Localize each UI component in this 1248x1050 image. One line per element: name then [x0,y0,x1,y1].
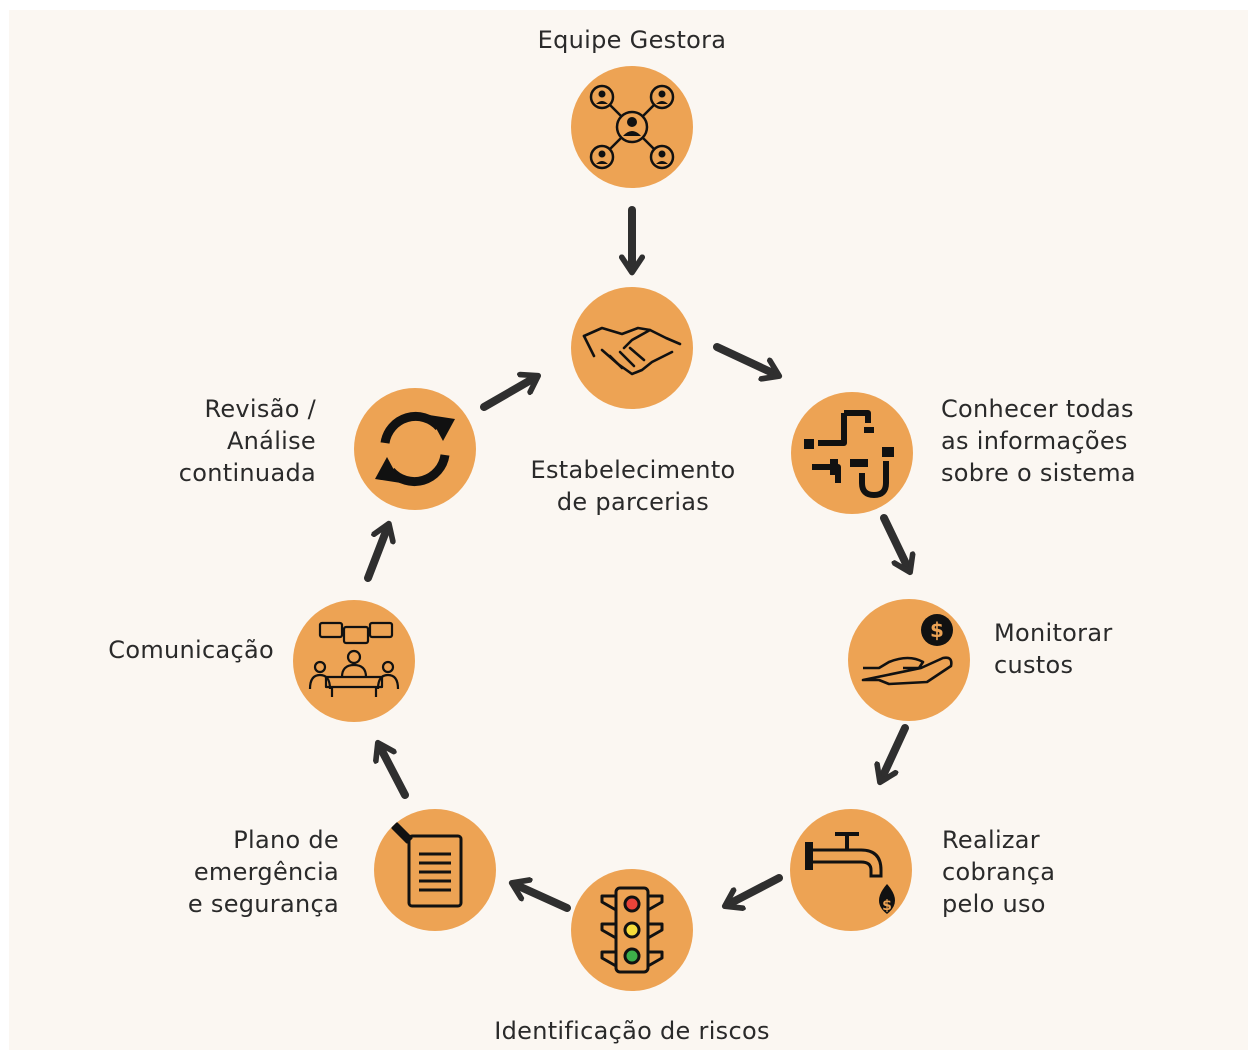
arrow-cobranca-to-riscos [727,874,783,905]
node-parcerias [571,287,693,409]
arrow-revisao-to-parcerias [480,377,536,411]
label-comunicacao: Comunicação [108,636,274,664]
label-revisao: Revisão / Análise continuada [178,395,316,487]
cycle-diagram: $ $ [293,66,970,991]
node-revisao [354,388,476,510]
label-custos: Monitorar custos [994,619,1113,679]
arrow-comunicacao-to-revisao [364,526,388,582]
label-parcerias: Estabelecimento de parcerias [530,456,736,516]
svg-text:$: $ [882,898,892,914]
node-custos: $ [848,599,970,721]
network-people-icon [589,84,675,170]
hand-coin-icon: $ [861,614,953,686]
node-comunicacao [293,600,415,722]
node-emergencia [374,809,496,931]
node-equipe-gestora [571,66,693,188]
arrow-emergencia-to-comunicacao [379,745,409,799]
arrow-riscos-to-emergencia [514,884,571,912]
handshake-icon [582,326,682,376]
label-emergencia: Plano de emergência e segurança [187,826,339,918]
arrow-custos-to-cobranca [881,724,909,780]
arrow-conhecer-to-custos [880,514,909,570]
svg-text:$: $ [930,618,944,642]
faucet-money-drop-icon: $ [805,832,895,914]
arrow-parcerias-to-conhecer [713,343,777,375]
node-cobranca: $ [790,809,912,931]
document-pencil-icon [391,822,463,908]
node-riscos [571,869,693,991]
refresh-cycle-icon [380,411,450,487]
traffic-light-icon [600,886,664,974]
label-conhecer: Conhecer todas as informações sobre o si… [941,395,1136,487]
node-conhecer [791,392,913,514]
diagram-canvas: $ $ [9,10,1248,1050]
label-riscos: Identificação de riscos [494,1017,770,1045]
label-cobranca: Realizar cobrança pelo uso [942,826,1056,918]
meeting-speech-icon [308,621,400,697]
label-equipe-gestora: Equipe Gestora [537,26,727,54]
